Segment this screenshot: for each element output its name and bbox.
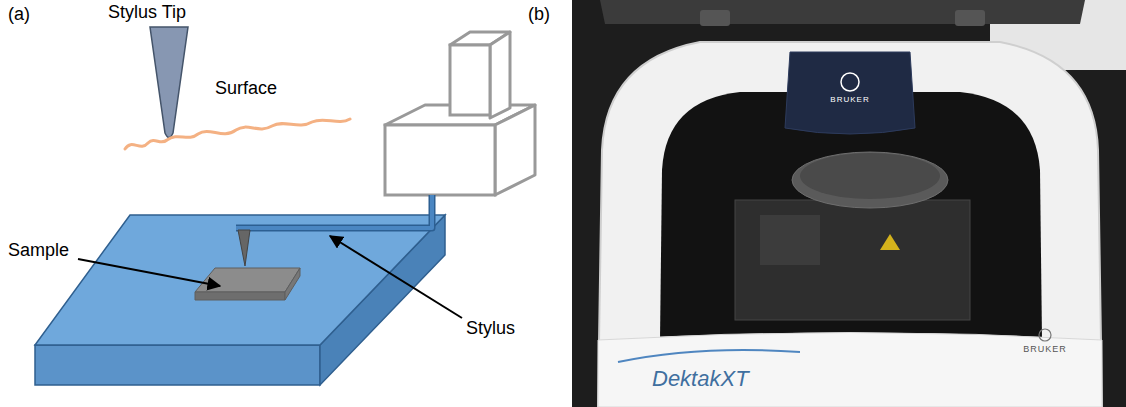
leader-line (78, 259, 220, 286)
head-side (495, 105, 535, 195)
sample-side (285, 268, 300, 300)
head-front (385, 125, 495, 195)
front-swoosh (618, 350, 800, 362)
panel-letter: (a) (8, 4, 30, 25)
part-label: Stylus (466, 318, 515, 339)
open-lid (600, 0, 1085, 24)
hinge (955, 10, 985, 26)
part-label: Stylus Tip (108, 2, 186, 23)
stylus-arm-outline (236, 195, 432, 228)
photo-background (572, 0, 1126, 407)
instrument-photo (572, 0, 1126, 407)
stylus-needle (238, 230, 250, 266)
sample-chuck (792, 152, 948, 208)
column-front (450, 45, 490, 115)
warning-sign (880, 234, 900, 250)
hinge (700, 10, 730, 26)
chuck-plate (800, 153, 940, 199)
stage-motor (760, 215, 820, 265)
leader-line (330, 236, 462, 318)
front-bezel (598, 333, 1102, 407)
measurement-head (785, 52, 915, 134)
stage-top (35, 215, 445, 345)
stylus-tip-cone (150, 27, 188, 138)
sample-front (195, 292, 285, 300)
product-name: DektakXT (652, 366, 749, 391)
brand-logo: BRUKER (1023, 344, 1067, 354)
housing (598, 42, 1102, 407)
column-side (490, 32, 510, 118)
brand-logo: BRUKER (830, 95, 869, 104)
panel-letter: (b) (528, 4, 550, 25)
sample-top (195, 268, 300, 292)
surface-profile (125, 119, 350, 149)
xy-stage (735, 200, 970, 320)
schematic-panel (35, 27, 535, 385)
logo-mark (1039, 329, 1051, 341)
logo-mark (841, 73, 859, 91)
stylus-arm (236, 195, 432, 228)
part-label: Surface (215, 78, 277, 99)
part-label: Sample (8, 240, 69, 261)
stage-front (35, 345, 320, 385)
